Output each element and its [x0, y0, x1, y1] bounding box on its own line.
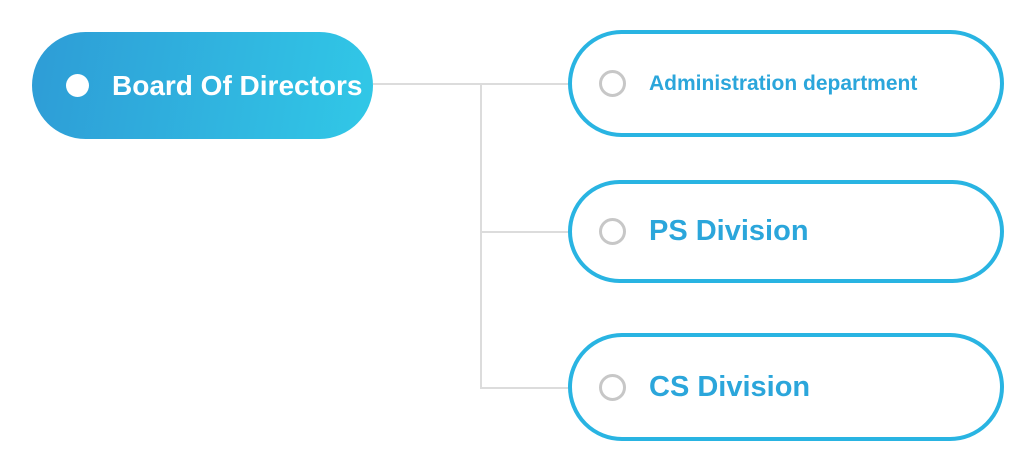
connector-vertical-trunk [480, 84, 482, 389]
node-administration-department-label: Administration department [649, 71, 918, 95]
node-board-of-directors[interactable]: Board Of Directors [32, 32, 373, 139]
connector-root-horizontal [373, 83, 569, 85]
node-cs-division-label: CS Division [649, 370, 811, 403]
node-cs-division[interactable]: CS Division [568, 333, 1004, 441]
node-administration-department[interactable]: Administration department [568, 30, 1004, 137]
connector-ps-branch [480, 231, 569, 233]
outline-circle-bullet-icon [599, 70, 626, 97]
node-board-of-directors-label: Board Of Directors [112, 69, 363, 101]
node-ps-division-label: PS Division [649, 215, 809, 247]
node-ps-division[interactable]: PS Division [568, 180, 1004, 283]
outline-circle-bullet-icon [599, 218, 626, 245]
connector-cs-branch [480, 387, 569, 389]
outline-circle-bullet-icon [599, 373, 626, 401]
filled-circle-bullet-icon [66, 74, 89, 97]
